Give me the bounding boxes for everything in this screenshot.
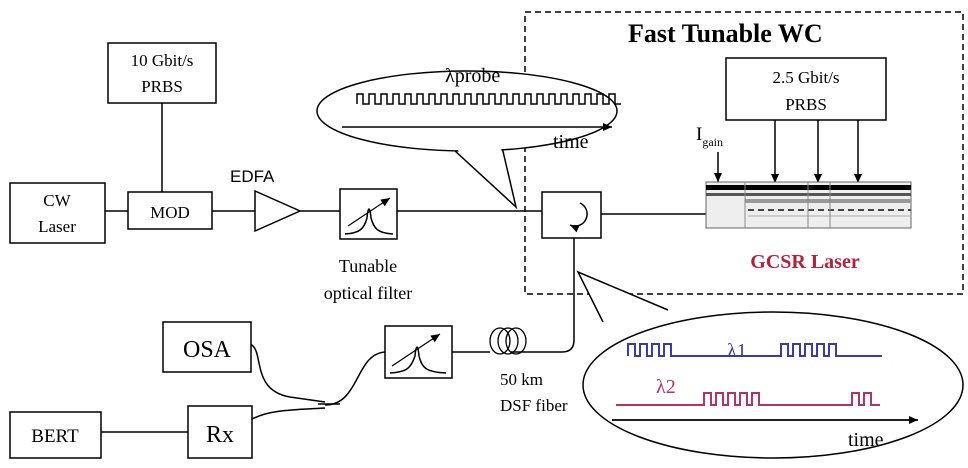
edfa-label: EDFA [230,167,275,186]
lambda1-pulse-train [627,343,882,357]
modulator-box [127,191,213,230]
filter-curve-icon [344,208,394,235]
prbs-10g-label: PRBS [141,77,183,96]
osa-branch-fiber [249,343,326,403]
modulator-label: MOD [150,203,190,222]
fiber-length-label: 50 km [500,370,543,389]
lambda2-pulse-train [616,392,880,406]
tunable-filter-line2: optical filter [324,283,412,303]
receiver-filter-tuning-arrow-icon [391,333,441,367]
prbs-10g-box [107,42,217,104]
wc-output-time-label: time [848,429,884,451]
filter-tuning-arrow-icon [347,197,391,227]
circulator-to-fiber-wire [510,238,575,353]
fast-tunable-wc-region [524,11,964,295]
tunable-filter-line1: Tunable [339,256,397,276]
prbs-2g5-rate: 2.5 Gbit/s [772,68,839,87]
fiber-type-label: DSF fiber [500,396,568,415]
prbs-2g5-label: PRBS [785,95,827,114]
rx-branch-fiber [251,407,326,420]
receiver-filter-curve-icon [389,346,447,374]
fast-tunable-wc-title: Fast Tunable WC [628,19,823,48]
prbs-10g-rate: 10 Gbit/s [131,51,194,70]
wc-output-callout-ellipse [582,311,964,459]
gcsr-laser-chip [705,181,912,229]
receiver-label: Rx [206,422,234,448]
tunable-filter-box [339,188,398,240]
cw-laser-line1: CW [43,191,71,210]
lambda1-label: λ1 [727,340,747,362]
receiver-box [187,405,253,459]
wc-output-callout-tail [576,270,669,323]
prbs-2g5-box [725,57,887,121]
probe-callout-bubble [453,146,518,210]
bert-box [9,411,102,459]
bert-label: BERT [31,426,79,447]
circulator-rotation-icon [569,202,588,233]
probe-pulse-train [356,93,621,105]
circulator-box [541,191,602,239]
wc-output-callout-cover [600,312,672,330]
probe-time-label: time [553,131,589,153]
edfa-amplifier-symbol [254,189,302,233]
cw-laser-box [9,182,106,244]
filter-to-coupler-wire [324,351,386,406]
lambda2-label: λ2 [656,376,676,398]
probe-wavelength-label: λprobe [445,65,500,87]
dsf-fiber-coil-icon [489,327,527,355]
probe-callout-tail-cover [457,146,502,154]
gcsr-laser-label: GCSR Laser [750,251,860,273]
osa-label: OSA [183,337,232,363]
osa-box [162,321,252,373]
cw-laser-line2: Laser [38,217,76,236]
gain-current-label: Igain [696,124,723,149]
